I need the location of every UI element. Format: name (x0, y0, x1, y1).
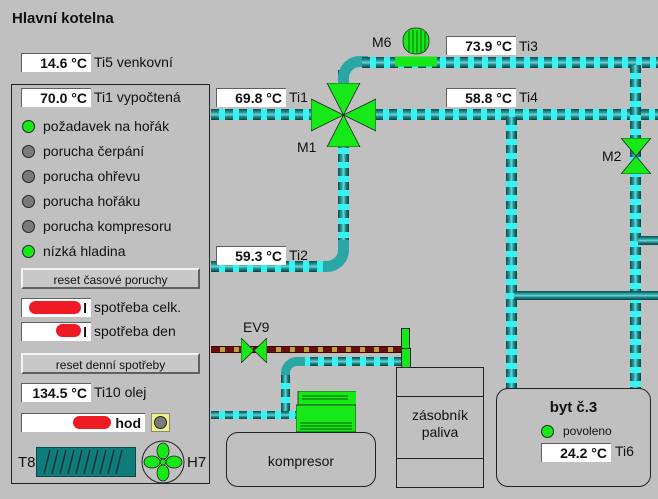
pipe-air (296, 357, 406, 366)
ti3-value: 73.9 °C (446, 36, 516, 55)
pipe-supply-left (211, 109, 311, 120)
fuel-tank-label-line1: zásobník (411, 407, 469, 423)
ti4-value: 58.8 °C (446, 88, 516, 107)
pipe-elbow-ti2 (320, 240, 349, 272)
apartment-title: byt č.3 (549, 399, 598, 416)
status-led-burner-fault (22, 195, 35, 208)
redacted-value (29, 301, 81, 314)
ti6-label: Ti6 (615, 443, 634, 459)
reset-daily-button[interactable]: reset denní spotřeby (21, 353, 200, 374)
pipe-air-left (211, 411, 299, 419)
heater-t8 (35, 446, 137, 478)
status-label-heating-fault: porucha ohřevu (43, 168, 141, 184)
status-label-compressor-fault: porucha kompresoru (43, 218, 172, 234)
ti4-label: Ti4 (519, 89, 538, 105)
valve-ev9[interactable] (240, 337, 268, 364)
daily-consumption-unit: l (83, 324, 87, 340)
ti1-calc-label: Ti1 vypočtená (94, 89, 181, 105)
ti6-value: 24.2 °C (541, 443, 611, 462)
ev9-label: EV9 (243, 319, 270, 335)
compressor-motor (295, 390, 364, 433)
pump-m6[interactable] (394, 26, 438, 68)
total-consumption-unit: l (83, 300, 87, 316)
pipe-ti2 (211, 261, 323, 272)
m1-label: M1 (297, 139, 317, 155)
nozzle-top (401, 328, 410, 350)
pipe-riser-right (630, 65, 641, 389)
pipe-cross-2 (638, 236, 658, 245)
fuel-tank-divider (396, 458, 484, 459)
hours-unit: hod (115, 415, 141, 431)
status-label-low-level: nízká hladina (43, 243, 126, 259)
heater-icon (35, 446, 137, 478)
status-led-low-level (22, 245, 35, 258)
compressor (226, 432, 376, 487)
fan-icon (141, 440, 185, 484)
compressor-label: kompresor (267, 453, 335, 469)
mixing-valve-m1[interactable] (310, 82, 377, 148)
daily-consumption-label: spotřeba den (94, 323, 176, 339)
ti1-label: Ti1 (289, 89, 308, 105)
ti5-label: Ti5 venkovní (94, 54, 173, 70)
reset-faults-button[interactable]: reset časové poruchy (21, 268, 200, 289)
pipe-elbow-top (338, 56, 368, 86)
hours-indicator (151, 413, 170, 432)
status-label-burner-request: požadavek na hořák (43, 118, 170, 134)
pipe-ti4 (375, 109, 658, 120)
status-led-compressor-fault (22, 220, 35, 233)
compressor-motor-icon (295, 390, 364, 433)
t8-label: T8 (18, 454, 36, 471)
ti10-label: Ti10 olej (94, 384, 147, 400)
fuel-tank-label-line2: paliva (421, 424, 459, 440)
apartment-status-led (541, 425, 554, 438)
pipe-riser-left (506, 117, 517, 389)
pipe-oil (211, 346, 405, 353)
apartment-status-label: povoleno (563, 424, 612, 438)
status-led-burner-request (22, 120, 35, 133)
fuel-tank-label: zásobník paliva (396, 407, 484, 441)
pump-icon (394, 27, 438, 67)
ti2-value: 59.3 °C (216, 246, 286, 265)
solenoid-valve-icon (240, 337, 268, 364)
page-title: Hlavní kotelna (12, 10, 114, 27)
status-label-burner-fault: porucha hořáku (43, 193, 141, 209)
status-led-heating-fault (22, 170, 35, 183)
ti1-calc-value: 70.0 °C (21, 88, 91, 107)
h7-label: H7 (187, 454, 207, 471)
status-led-pump-fault (22, 145, 35, 158)
ti5-value: 14.6 °C (21, 53, 91, 72)
apartment-panel (496, 388, 651, 487)
pipe-ti3 (362, 57, 658, 68)
ti2-label: Ti2 (289, 247, 308, 263)
redacted-value (56, 324, 81, 337)
nozzle-base (401, 348, 411, 368)
ti1-value: 69.8 °C (216, 88, 286, 107)
pipe-cross-1 (514, 291, 658, 300)
m2-label: M2 (602, 148, 622, 164)
ti3-label: Ti3 (519, 38, 538, 54)
fuel-tank (396, 367, 484, 488)
fuel-tank-divider (396, 396, 484, 397)
valve-icon (620, 137, 652, 175)
pipe-elbow-air (281, 357, 305, 381)
valve-m2[interactable] (620, 137, 652, 175)
pipe-m1-down (338, 140, 349, 248)
hours-led (154, 416, 167, 429)
control-panel (11, 84, 210, 484)
m6-label: M6 (372, 34, 392, 50)
redacted-value (73, 416, 111, 429)
mixing-valve-icon (310, 82, 377, 148)
fan-h7 (141, 440, 185, 484)
ti10-value: 134.5 °C (21, 383, 91, 402)
status-label-pump-fault: porucha čerpání (43, 143, 145, 159)
pipe-air-down (281, 375, 290, 415)
total-consumption-label: spotřeba celk. (94, 299, 182, 315)
